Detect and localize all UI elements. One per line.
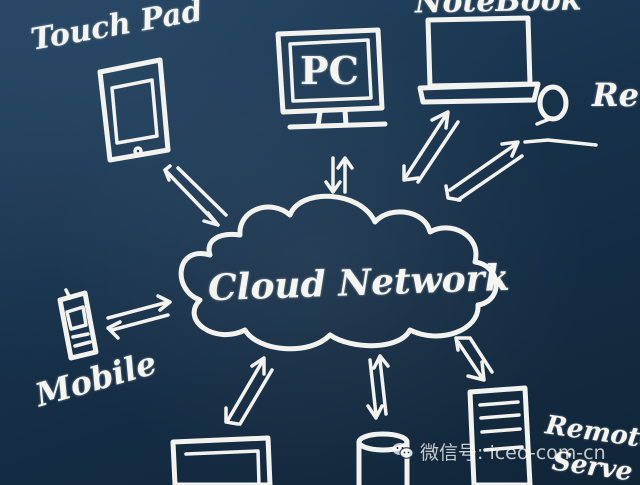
- wechat-icon: [392, 443, 414, 459]
- pc-label: PC: [300, 48, 359, 93]
- remote-user-device: [523, 84, 598, 147]
- arrow-pc: [324, 156, 354, 194]
- pc-device: [275, 27, 388, 130]
- cloud-shape: [178, 193, 499, 352]
- touchpad-device: [97, 57, 171, 163]
- arrow-server: [454, 336, 494, 382]
- bottom-left-device: [170, 435, 273, 485]
- arrow-remote: [444, 140, 524, 202]
- watermark-text: 微信号: iceo-com-cn: [420, 441, 606, 464]
- watermark: 微信号: iceo-com-cn: [392, 437, 606, 465]
- arrow-database: [366, 354, 390, 420]
- notebook-device: [417, 15, 541, 105]
- notebook-label: NoteBook: [414, 0, 582, 21]
- mobile-device: [57, 288, 99, 361]
- re-label: Re: [592, 76, 639, 114]
- arrow-touchpad: [163, 164, 228, 227]
- arrow-bottom-left: [224, 356, 274, 426]
- server-device: [467, 385, 533, 485]
- arrow-notebook: [402, 110, 460, 184]
- arrow-mobile: [106, 294, 172, 340]
